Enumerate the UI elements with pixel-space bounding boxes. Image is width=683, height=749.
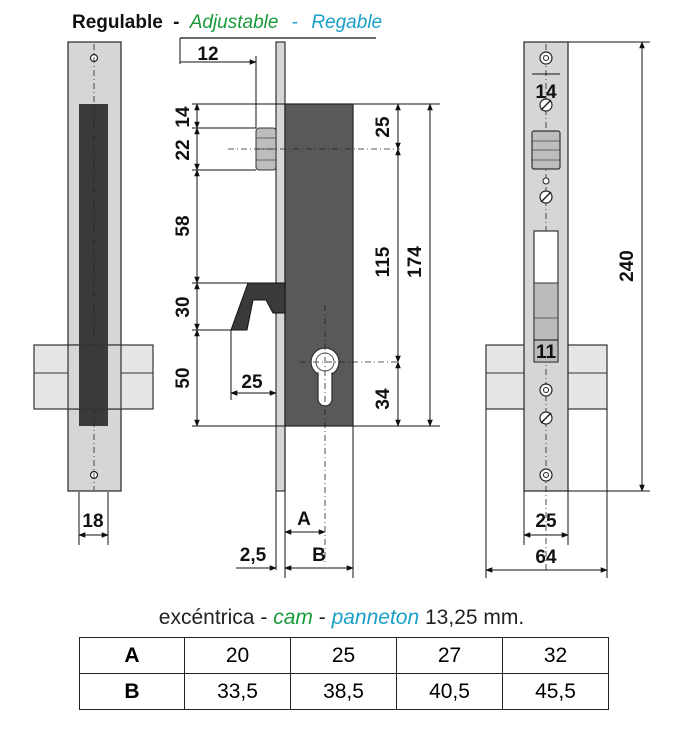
dim-22: 22 (173, 139, 194, 160)
screw-cyl-slot (540, 412, 552, 424)
header-regulable: Regulable (72, 12, 163, 33)
lock-technical-drawing: Regulable - Adjustable - Regable 18 (33, 12, 650, 578)
caption-cam: cam (273, 606, 313, 629)
dim-64: 64 (535, 547, 557, 568)
table-cell: 32 (502, 637, 609, 674)
dim-25-top: 25 (373, 116, 394, 138)
adjust-screw-top-slot (540, 99, 552, 111)
dim-34: 34 (373, 388, 394, 410)
middle-view: 12 14 22 58 30 50 25 25 115 174 34 (173, 38, 440, 578)
faceplate-edge (275, 41, 286, 492)
case-over-door (79, 345, 108, 409)
screw-mid (539, 383, 553, 397)
header-adjustable: Adjustable (189, 12, 279, 33)
dim-A: A (297, 509, 311, 530)
table-row: B 33,5 38,5 40,5 45,5 (79, 673, 609, 710)
dim-50: 50 (173, 367, 194, 388)
caption-panneton: panneton (331, 606, 420, 629)
row-label-b: B (79, 673, 185, 710)
dim-14-right: 14 (535, 82, 557, 103)
screw-bottom (539, 468, 553, 482)
header-sep1: - (173, 12, 179, 33)
table-cell: 45,5 (502, 673, 609, 710)
dimension-table: A 20 25 27 32 B 33,5 38,5 40,5 45,5 (79, 637, 609, 710)
table-cell: 40,5 (396, 673, 503, 710)
dim-B: B (312, 545, 326, 566)
table-cell: 38,5 (290, 673, 397, 710)
header-regable: Regable (311, 12, 382, 33)
left-view: 18 (33, 41, 154, 545)
dim-240: 240 (617, 250, 638, 282)
screw-top-inner (543, 55, 549, 61)
dim-25-latch: 25 (241, 372, 263, 393)
caption-sep2: - (318, 606, 326, 629)
table-cell: 20 (184, 637, 291, 674)
dim-58: 58 (173, 215, 194, 236)
dim-11: 11 (536, 342, 557, 363)
dim-30: 30 (173, 296, 194, 317)
row-label-a: A (79, 637, 185, 674)
dim-25-right: 25 (535, 511, 557, 532)
svg-text:Regulable - Adjust: Regulable - Adjustable - Regable (72, 12, 382, 33)
dim-14-left: 14 (173, 106, 194, 128)
table-cell: 27 (396, 637, 503, 674)
pin-small (542, 177, 550, 185)
caption-excentrica: excéntrica (158, 606, 255, 629)
right-view: 14 11 240 25 64 (485, 41, 650, 578)
hook-bolt (230, 282, 286, 331)
hook-front (533, 282, 559, 363)
screw-bottom-inner (543, 472, 549, 478)
header-sep2: - (292, 12, 298, 33)
screw-mid-inner (543, 387, 549, 393)
table-row: A 20 25 27 32 (79, 637, 609, 674)
dim-12: 12 (197, 44, 218, 65)
dim-2-5: 2,5 (240, 545, 267, 566)
screw-top (539, 51, 553, 65)
table-cell: 33,5 (184, 673, 291, 710)
table-cell: 25 (290, 637, 397, 674)
cam-caption: excéntrica - cam - panneton 13,25 mm. (0, 606, 683, 630)
dim-174: 174 (405, 246, 426, 278)
caption-sep1: - (260, 606, 268, 629)
adjust-screw-bottom-slot (540, 191, 552, 203)
caption-value: 13,25 mm. (425, 606, 525, 629)
header: Regulable - Adjustable - Regable (72, 12, 382, 39)
dim-18: 18 (82, 511, 103, 532)
dim-115: 115 (373, 246, 394, 277)
